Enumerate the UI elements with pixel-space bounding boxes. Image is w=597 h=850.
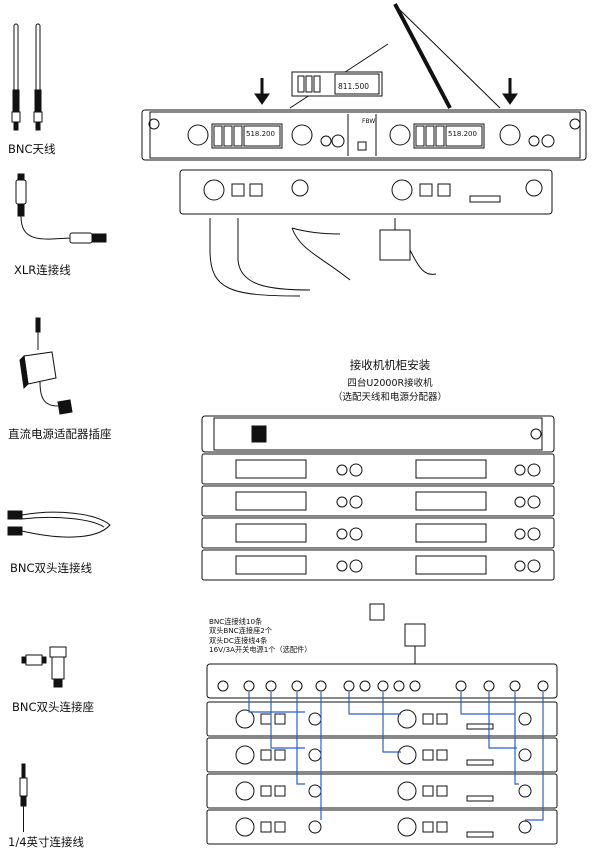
wiring-note-2: 双头BNC连接座2个	[209, 626, 273, 636]
accessory-label-dc-adapter: 直流电源适配器插座	[8, 427, 112, 441]
receiver-freq-left: 518.200	[246, 130, 275, 138]
wiring-notes: BNC连接线10条 双头BNC连接座2个 双头DC连接线4条 16V/3A开关电…	[209, 617, 311, 654]
accessory-label-bnc-dual-connector: BNC双头连接座	[12, 700, 95, 714]
bnc-dual-cable-icon	[7, 510, 111, 538]
bnc-dual-connector-icon	[21, 646, 67, 688]
bnc-antenna-group	[8, 20, 48, 132]
rack-install-note: （选配天线和电源分配器）	[332, 392, 447, 403]
dc-power-adapter-icon	[19, 317, 73, 415]
bnc-antenna-icon	[11, 23, 43, 131]
rack-stack-diagram	[201, 415, 555, 581]
wiring-note-3: 双头DC连接线4条	[209, 635, 268, 645]
xlr-cable-icon	[15, 173, 107, 244]
wiring-note-1: BNC连接线10条	[209, 617, 263, 626]
receiver-front-diagram	[141, 3, 587, 297]
wiring-note-4: 16V/3A开关电源1个（选配件）	[209, 644, 312, 654]
rack-install-title: 接收机机柜安装	[349, 358, 431, 372]
receiver-freq-right: 518.200	[448, 130, 477, 138]
wiring-diagram	[206, 603, 558, 845]
rack-install-subtitle: 四台U2000R接收机	[347, 378, 433, 389]
accessory-label-bnc-dual-cable: BNC双头连接线	[10, 561, 93, 575]
accessory-label-xlr-cable: XLR连接线	[14, 263, 71, 277]
accessory-label-quarter-inch-cable: 1/4英寸连接线	[8, 835, 85, 849]
quarter-inch-cable-icon	[19, 763, 28, 832]
accessory-label-bnc-antenna: BNC天线	[8, 142, 56, 156]
transmitter-freq: 811.500	[338, 82, 370, 91]
receiver-brand: FBW	[362, 118, 376, 125]
